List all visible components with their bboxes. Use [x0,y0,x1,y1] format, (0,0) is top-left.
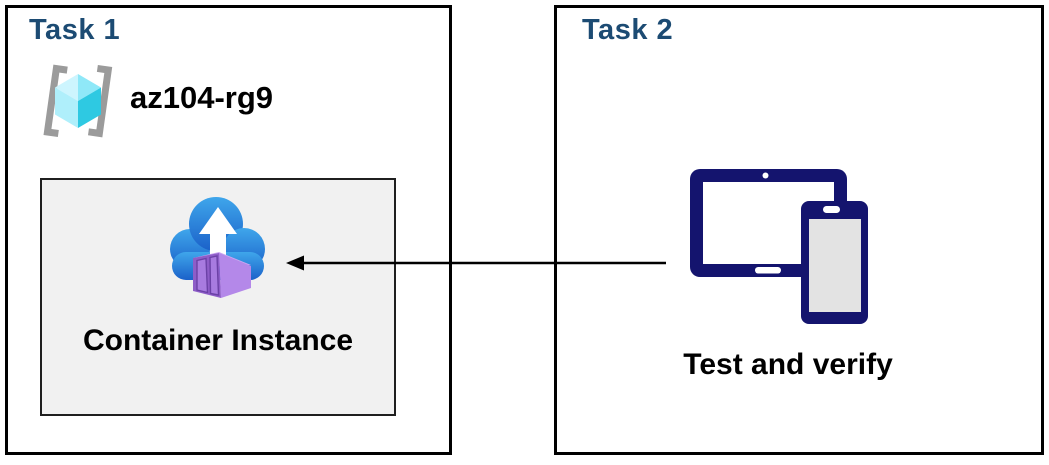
test-and-verify-label: Test and verify [683,348,893,381]
resource-group-row: az104-rg9 [38,60,418,142]
task1-panel: Task 1 az104-rg9 [5,5,452,455]
container-instance-box: Container Instance [40,178,396,416]
task2-panel: Task 2 Test and verify [554,5,1044,455]
cube-glyph [55,74,101,128]
container-box-3d [193,252,251,298]
phone-glyph [801,201,868,324]
task2-title: Task 2 [582,14,674,46]
phone-screen [809,219,861,312]
tablet-camera-dot [762,172,769,179]
resource-group-name: az104-rg9 [130,80,274,115]
resource-group-icon [43,64,113,138]
phone-speaker [823,206,840,213]
tablet-phone-icon [690,169,868,324]
container-instance-label: Container Instance [82,324,354,357]
container-instance-icon [170,197,265,298]
upload-arrow [199,207,237,262]
task1-title: Task 1 [29,14,121,46]
tablet-home-button [755,267,781,274]
